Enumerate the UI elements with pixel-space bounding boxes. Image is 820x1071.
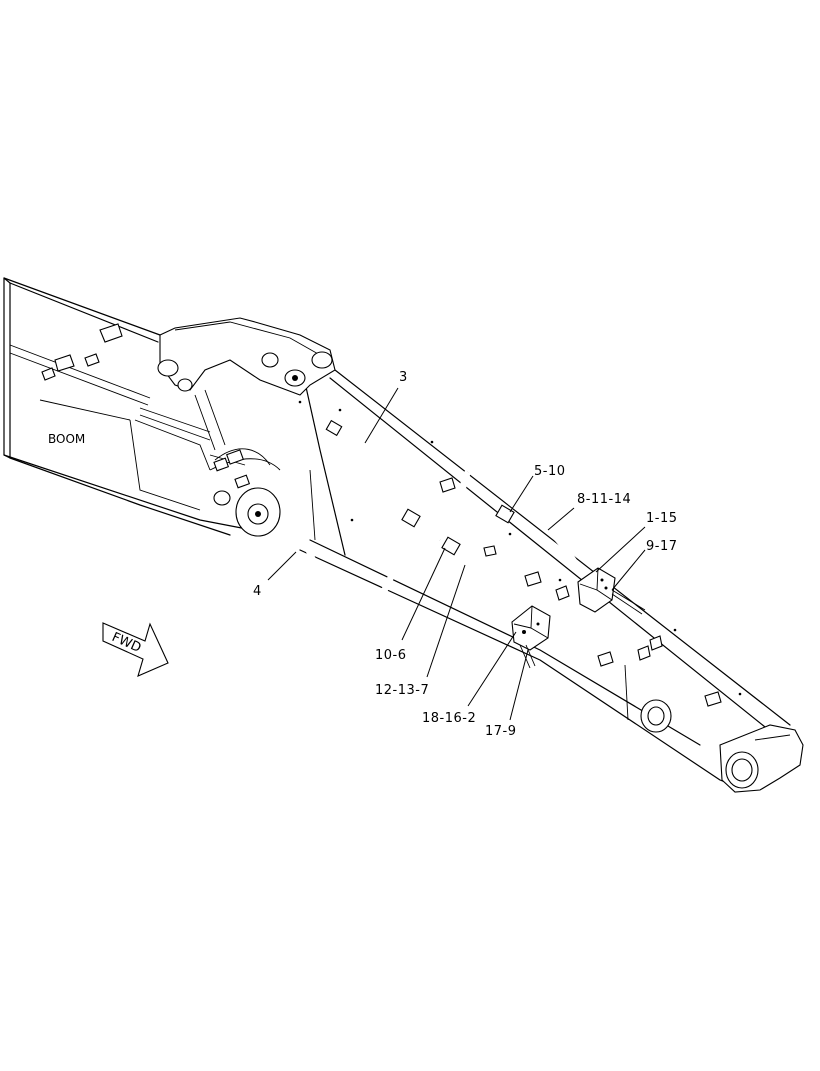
- callout-leaders: [267, 387, 646, 721]
- hose-lower-12: [418, 517, 527, 617]
- hose-rear-lines: [209, 448, 281, 489]
- clamp-10: [441, 536, 461, 556]
- boom-structure: [3, 277, 804, 793]
- hose-4: [223, 449, 443, 607]
- boom-label: BOOM: [48, 432, 85, 446]
- callout-4: 4: [253, 584, 262, 599]
- callout-3: 3: [399, 370, 408, 385]
- callout-9-17: 9-17: [646, 539, 678, 554]
- callout-17-9: 17-9: [485, 724, 517, 739]
- callout-10-6: 10-6: [375, 648, 407, 663]
- callout-1-15: 1-15: [646, 511, 678, 526]
- valve-block-1: [577, 567, 646, 615]
- hose-upper-8: [454, 466, 588, 580]
- fwd-arrow: FWD: [102, 622, 169, 677]
- callout-5-10: 5-10: [534, 464, 566, 479]
- callout-12-13-7: 12-13-7: [375, 683, 429, 698]
- valve-block-18: [511, 605, 551, 669]
- fwd-label: FWD: [109, 630, 143, 656]
- callout-18-16-2: 18-16-2: [422, 711, 476, 726]
- callout-8-11-14: 8-11-14: [577, 492, 631, 507]
- fitting-4: [401, 508, 421, 528]
- clamp-5: [495, 504, 515, 524]
